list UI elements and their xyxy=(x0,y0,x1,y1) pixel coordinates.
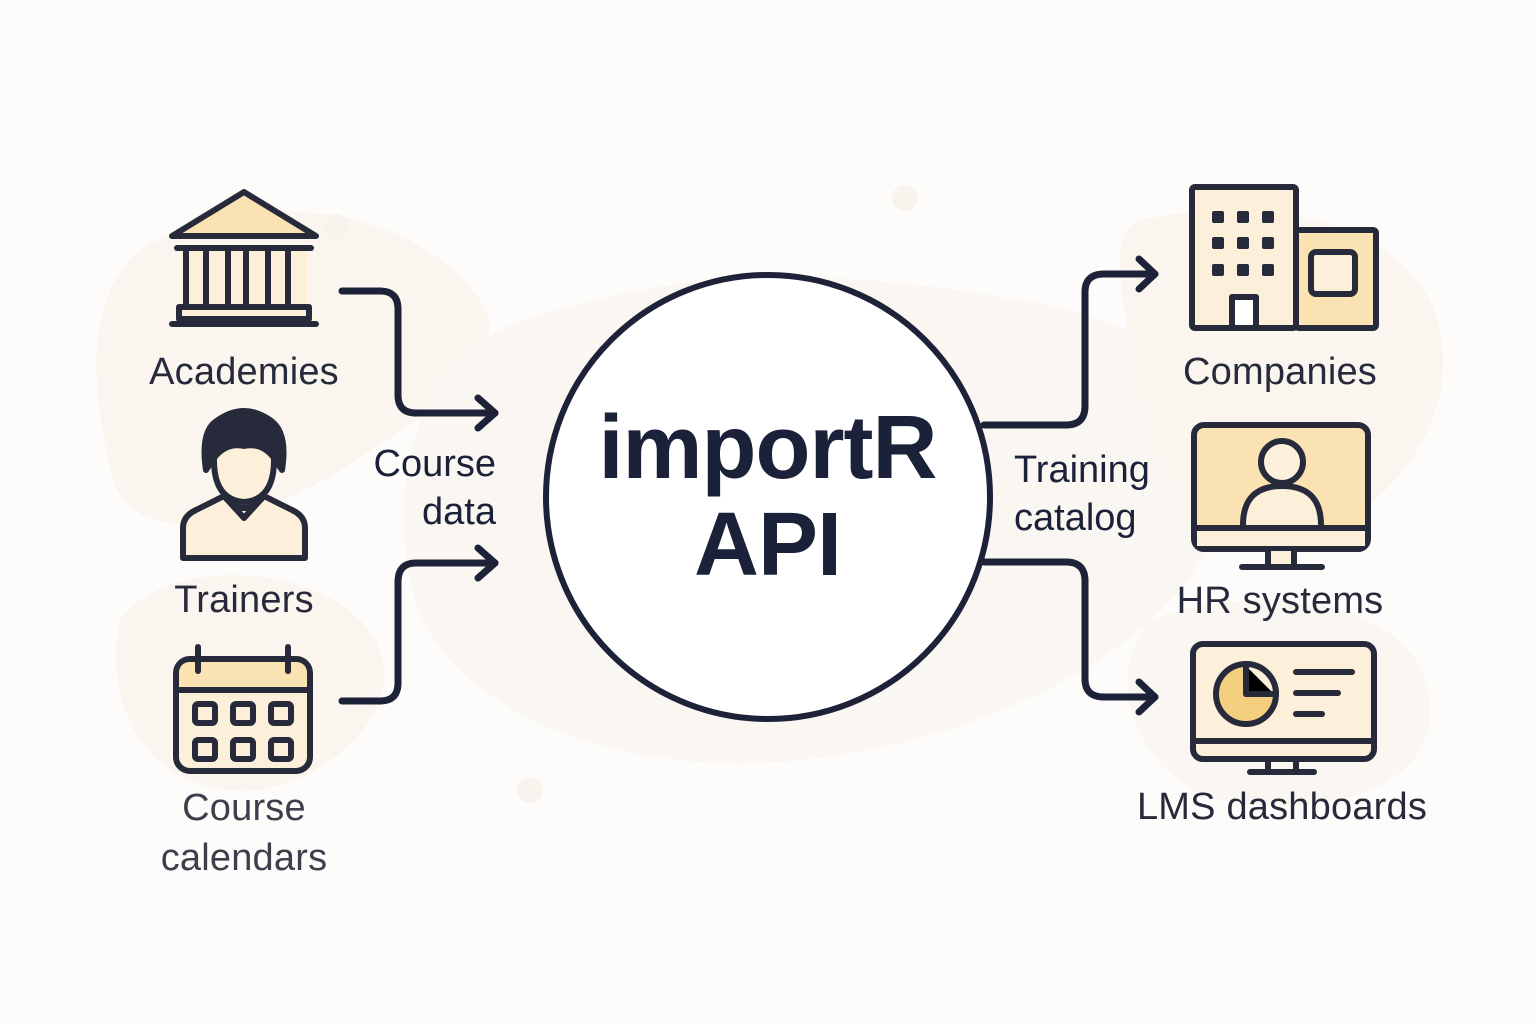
arrowhead-icon xyxy=(1135,678,1159,716)
person-icon xyxy=(180,408,308,561)
background-dot xyxy=(517,777,543,803)
monitor-user-icon xyxy=(1191,422,1371,570)
connector-api-to-companies xyxy=(980,270,1159,429)
label-line: data xyxy=(422,491,496,534)
connector-api-to-lms xyxy=(980,558,1159,701)
api-node-title: importR API xyxy=(545,398,990,596)
source-label-academies: Academies xyxy=(114,348,374,397)
api-node[interactable] xyxy=(543,272,993,722)
source-label-course-calendars: Course calendars xyxy=(114,783,374,883)
arrowhead-icon xyxy=(474,394,499,432)
label-line: Training xyxy=(1014,449,1150,491)
label-line: Course xyxy=(373,443,497,485)
arrowhead-icon xyxy=(1135,255,1159,293)
api-title-line-2: API xyxy=(693,495,842,596)
arrowhead-icon xyxy=(474,544,499,582)
label-line: Academies xyxy=(149,351,339,393)
monitor-chart-icon xyxy=(1190,641,1377,775)
edge-label-training-catalog: Training catalog xyxy=(1014,446,1174,543)
destination-label-companies: Companies xyxy=(1130,348,1430,397)
label-line: calendars xyxy=(160,837,328,880)
label-line: Companies xyxy=(1182,351,1377,393)
label-line: HR systems xyxy=(1176,580,1384,622)
background-dot xyxy=(324,214,348,238)
office-buildings-icon xyxy=(1189,184,1379,331)
connector-academies-to-api xyxy=(338,287,499,417)
calendar-icon xyxy=(173,644,313,774)
connector-calendars-to-api xyxy=(338,559,499,705)
destination-label-lms-dashboards: LMS dashboards xyxy=(1100,783,1464,832)
label-line: catalog xyxy=(1014,497,1137,540)
api-title-line-1: importR xyxy=(598,398,938,498)
label-line: LMS dashboards xyxy=(1136,786,1428,828)
background-dot xyxy=(892,185,918,211)
destination-label-hr-systems: HR systems xyxy=(1130,577,1430,626)
label-line: Course xyxy=(182,787,306,829)
building-columns-icon xyxy=(169,189,319,327)
label-line: Trainers xyxy=(174,579,314,621)
source-label-trainers: Trainers xyxy=(114,576,374,625)
edge-label-course-data: Course data xyxy=(354,440,497,537)
